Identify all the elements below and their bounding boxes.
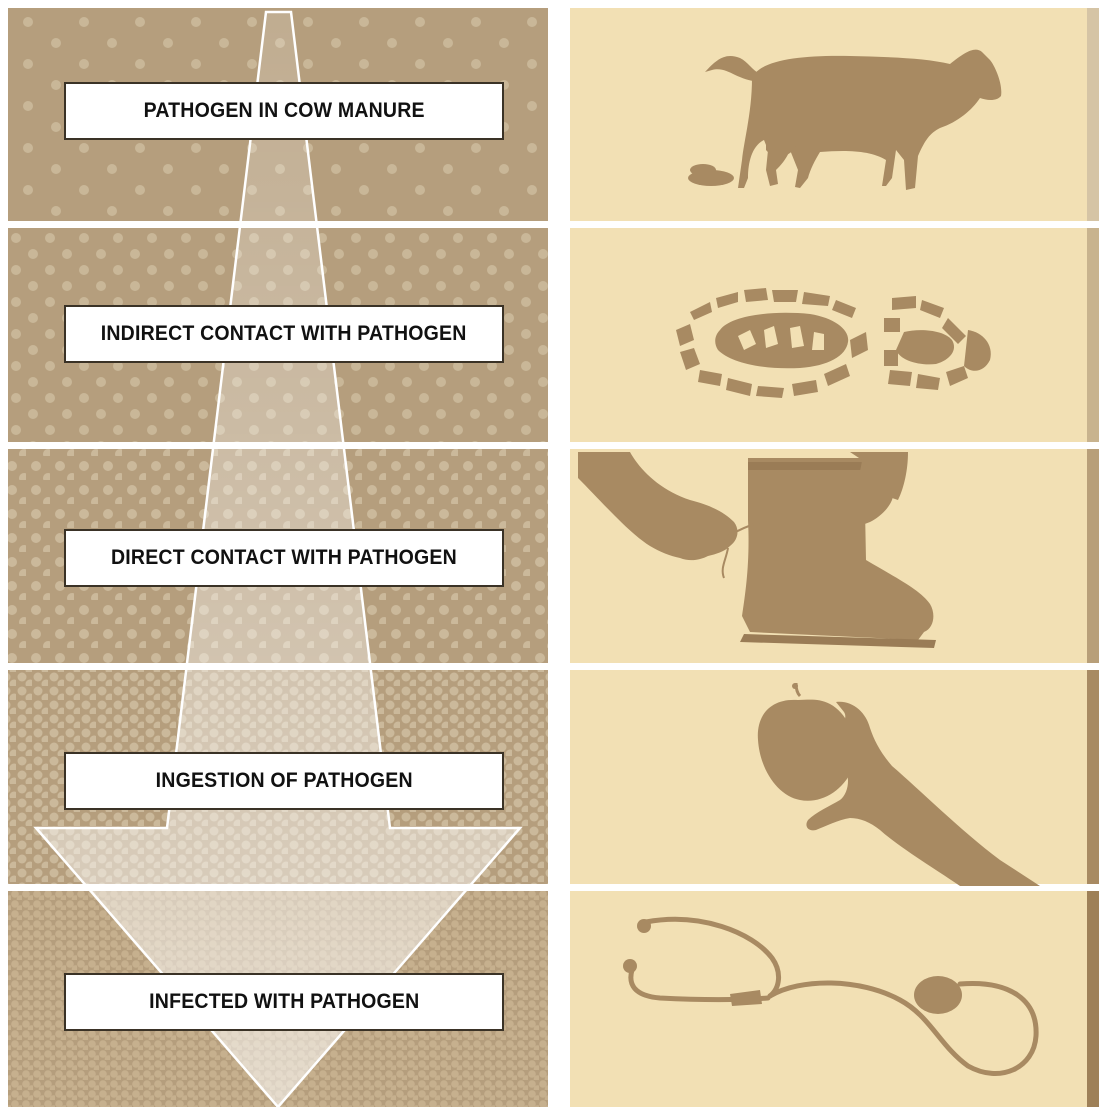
stage-label-text: INGESTION OF PATHOGEN bbox=[155, 769, 412, 793]
stage-label-indirect-contact: INDIRECT CONTACT WITH PATHOGEN bbox=[64, 305, 504, 363]
stage-label-ingestion: INGESTION OF PATHOGEN bbox=[64, 752, 504, 810]
stage-label-text: DIRECT CONTACT WITH PATHOGEN bbox=[111, 546, 457, 570]
stage-label-text: INFECTED WITH PATHOGEN bbox=[149, 990, 419, 1014]
stage-label-direct-contact: DIRECT CONTACT WITH PATHOGEN bbox=[64, 529, 504, 587]
stage-label-pathogen-in-cow-manure: PATHOGEN IN COW MANURE bbox=[64, 82, 504, 140]
stage-label-infected: INFECTED WITH PATHOGEN bbox=[64, 973, 504, 1031]
stage-label-text: INDIRECT CONTACT WITH PATHOGEN bbox=[101, 322, 467, 346]
stage-label-text: PATHOGEN IN COW MANURE bbox=[143, 99, 424, 123]
